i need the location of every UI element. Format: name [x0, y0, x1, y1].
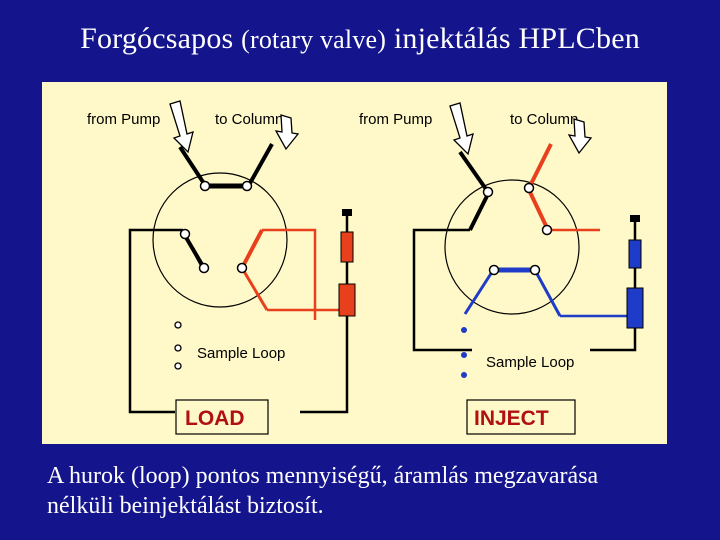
caption-line-2: nélküli beinjektálást biztosít.	[47, 493, 324, 519]
inject-valve-rotor	[444, 179, 580, 315]
inject-mode-label: INJECT	[474, 407, 549, 430]
load-mode-box	[175, 399, 269, 435]
load-from-pump-label: from Pump	[87, 111, 160, 128]
inject-to-column-label: to Column	[510, 111, 578, 128]
inject-pump-arrow-icon	[449, 102, 474, 156]
caption-line-1: A hurok (loop) pontos mennyiségű, áramlá…	[47, 463, 599, 489]
slide-caption: A hurok (loop) pontos mennyiségű, áramlá…	[47, 461, 707, 521]
title-sub: (rotary valve)	[241, 25, 387, 54]
inject-mode-box	[466, 399, 576, 435]
inject-panel: from Pump to Column	[359, 102, 644, 435]
inject-sample-loop-label: Sample Loop	[486, 354, 574, 371]
valve-diagram-svg: from Pump to Column	[87, 100, 644, 435]
load-valve-rotor	[152, 172, 288, 308]
title-end: injektálás HPLCben	[393, 22, 640, 55]
inject-from-pump-label: from Pump	[359, 111, 432, 128]
rotary-valve-diagram: from Pump to Column	[42, 82, 667, 444]
inject-column-arrow-icon	[567, 118, 593, 155]
slide-title: Forgócsapos (rotary valve) injektálás HP…	[0, 22, 720, 56]
load-panel: from Pump to Column	[87, 100, 356, 435]
load-to-column-label: to Column	[215, 111, 283, 128]
load-pump-arrow-icon	[169, 100, 194, 154]
load-mode-label: LOAD	[185, 407, 245, 430]
load-sample-loop-label: Sample Loop	[197, 345, 285, 362]
load-column-arrow-icon	[274, 114, 300, 151]
title-main: Forgócsapos	[80, 22, 234, 55]
